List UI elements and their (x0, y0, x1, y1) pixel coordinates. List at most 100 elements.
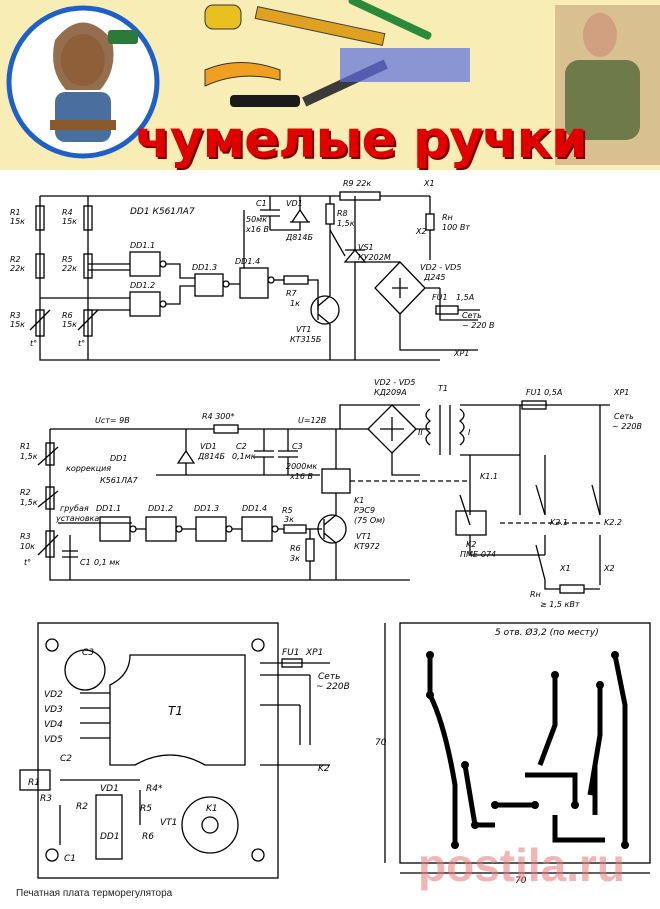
s1-r2-label: R2 (10, 255, 21, 264)
s1-r1-label: R1 (10, 208, 21, 217)
pcb1-c1: C1 (64, 854, 76, 864)
s2-r5-label: R5 (282, 506, 293, 515)
s2-r2-value: 1,5к (20, 498, 38, 507)
tool-handle-icon (230, 95, 300, 107)
s1-r1-value: 15к (10, 217, 25, 226)
s2-dd1-value: К561ЛА7 (100, 476, 138, 485)
s2-t1: T1 (438, 384, 448, 393)
pcb-component-side: C3 T1 VD2 VD3 VD4 VD5 C2 R1 R3 R2 VD1 R4… (19, 622, 350, 879)
s1-r5-value: 22к (62, 264, 77, 273)
pcb1-vd4: VD4 (44, 720, 63, 730)
banner: чумелые ручки (0, 0, 660, 170)
s2-c2-label: C2 (236, 442, 247, 451)
s1-r9: R9 22к (343, 179, 371, 188)
s2-ucm: Uст= 9В (95, 416, 130, 425)
s2-dd11: DD1.1 (96, 504, 121, 513)
s2-dd12: DD1.2 (148, 504, 173, 513)
s1-net-label: Сеть (462, 311, 482, 320)
pcb1-net-value: ~ 220В (316, 682, 350, 692)
s2-vt1-label: VT1 (356, 532, 371, 541)
s1-r7-value: 1к (290, 299, 300, 308)
s1-c1-label: C1 (256, 199, 267, 208)
tool-belt (50, 120, 116, 130)
s2-vt1-value: КТ972 (354, 542, 380, 551)
pcb1-r4: R4* (146, 784, 163, 794)
pcb1-c2: C2 (60, 754, 72, 764)
s2-rn-label: Rн (530, 590, 541, 599)
s1-r7-label: R7 (286, 289, 298, 298)
pcb1-r1: R1 (28, 778, 40, 788)
s1-dd11: DD1.1 (130, 241, 155, 250)
s1-c1-value2: х16 В (245, 225, 269, 234)
screwdriver-icon (348, 0, 432, 40)
s2-u12: U=12В (298, 416, 326, 425)
caption: Печатная плата терморегулятора (16, 888, 173, 899)
s1-dd14: DD1.4 (235, 257, 260, 266)
s2-k11: K1.1 (480, 472, 498, 481)
s1-dd13: DD1.3 (192, 263, 217, 272)
s1-t-label-2: t° (78, 339, 85, 348)
tape-measure-icon (204, 4, 242, 30)
pcb2-holes-note: 5 отв. Ø3,2 (по месту) (495, 627, 599, 638)
woman-hair (53, 22, 114, 90)
watermark: postila.ru (418, 839, 626, 891)
pcb1-net-label: Сеть (318, 672, 340, 682)
pcb1-fu1: FU1 (282, 648, 300, 658)
s1-r4-value: 15к (62, 217, 77, 226)
s1-title: DD1 К561ЛА7 (130, 207, 195, 217)
s1-dd12: DD1.2 (130, 281, 155, 290)
s2-grub: грубая (60, 504, 89, 513)
schematic-2: Uст= 9В R4 300* U=12В R1 1,5к R2 1,5к R3… (20, 378, 642, 609)
pcb1-vt1: VT1 (160, 818, 177, 828)
s1-vd25-value: Д245 (423, 273, 446, 282)
drill-icon (108, 30, 138, 44)
s2-net-label: Сеть (614, 412, 634, 421)
pcb1-vd1: VD1 (100, 784, 119, 794)
s1-vd1-value: Д814Б (285, 233, 314, 242)
s2-dd14: DD1.4 (242, 504, 267, 513)
s1-r3-label: R3 (10, 311, 21, 320)
s2-r5-value: 3к (284, 515, 294, 524)
s2-vd1-label: VD1 (200, 442, 217, 451)
brand-title: чумелые ручки (135, 110, 587, 170)
s1-x1: X1 (423, 179, 435, 188)
s2-c3-value2: х16 В (289, 472, 313, 481)
s1-r8-value: 1,5к (337, 219, 355, 228)
s2-roman2: II (418, 428, 423, 437)
s1-c1-value: 50мк (246, 215, 267, 224)
s1-r4-label: R4 (62, 208, 73, 217)
s2-r2-label: R2 (20, 488, 31, 497)
s2-roman1: I (468, 428, 471, 437)
s1-vt1-label: VT1 (296, 325, 311, 334)
pcb2-dim-width: 70 (515, 876, 527, 885)
s2-c1-label: C1 (80, 558, 91, 567)
s1-r5-label: R5 (62, 255, 73, 264)
s2-x1: X1 (559, 564, 571, 573)
pcb1-c3: C3 (82, 648, 94, 658)
s1-vs1-label: VS1 (358, 243, 374, 252)
s2-x2: X2 (603, 564, 615, 573)
s1-vt1-value: КТ315Б (290, 335, 322, 344)
pcb1-vd5: VD5 (44, 735, 63, 745)
s2-vd25-label: VD2 - VD5 (374, 378, 415, 387)
s2-k22: K2.2 (604, 518, 622, 527)
s2-k2-label: K2 (466, 540, 476, 549)
s2-k2-value: ПМЕ-074 (460, 550, 496, 559)
s1-r2-value: 22к (10, 264, 25, 273)
s2-r4: R4 300* (202, 412, 234, 421)
s2-r3-value: 10к (20, 542, 35, 551)
s2-rn-value: ≥ 1,5 кВт (540, 600, 580, 609)
s2-xp1: XP1 (613, 388, 629, 397)
s2-t-label: t° (24, 558, 31, 567)
s1-fu1-value: 1,5А (456, 293, 474, 302)
man-face (583, 13, 617, 57)
s2-r6-value: 3к (290, 554, 300, 563)
s1-fu1-label: FU1 (432, 293, 448, 302)
s1-r6-value: 15к (62, 320, 77, 329)
woman-shirt (55, 92, 111, 142)
s2-k1-label: K1 (354, 496, 364, 505)
level-icon (254, 6, 386, 46)
s1-vd25-label: VD2 - VD5 (420, 263, 461, 272)
pcb1-r5: R5 (140, 804, 152, 814)
s2-r1-label: R1 (20, 442, 31, 451)
